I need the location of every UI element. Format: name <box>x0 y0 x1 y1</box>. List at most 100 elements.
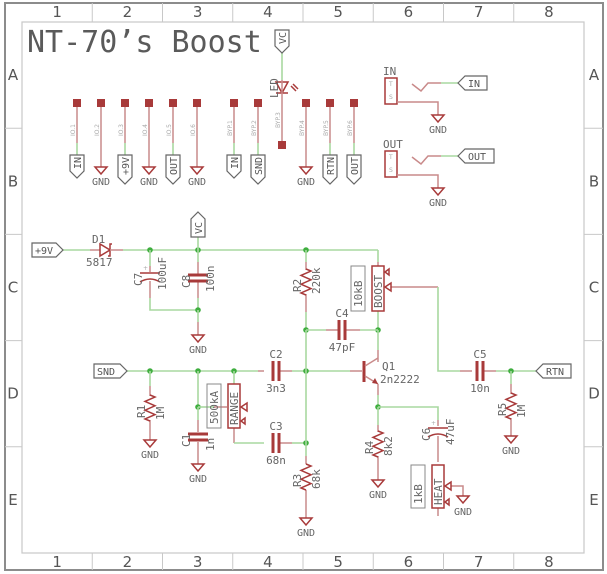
capacitor-name: C1 <box>180 434 193 447</box>
net-flag-in-text: IN <box>230 157 241 169</box>
capacitor-plate-curved <box>139 278 161 283</box>
resistor-value: 1M <box>515 404 528 418</box>
wire-path <box>149 298 198 311</box>
jack-body <box>384 77 398 105</box>
zone-column-label-bottom: 5 <box>333 553 343 571</box>
wire-path <box>437 287 460 372</box>
zone-column-label-bottom: 6 <box>404 553 414 571</box>
potentiometer-body <box>371 265 385 312</box>
pin-name: IO.6 <box>190 124 197 136</box>
pin-pad <box>278 141 286 149</box>
potentiometer-name: BOOST <box>372 275 385 308</box>
net-flag-vc-text: VC <box>194 222 205 234</box>
gnd-label: GND <box>502 446 520 457</box>
net-flag-in: IN <box>69 154 85 179</box>
gnd-icon <box>430 187 446 197</box>
pin-pad <box>302 99 310 107</box>
zone-column-label-top: 4 <box>263 3 273 21</box>
capacitor-name: C5 <box>473 348 486 361</box>
resistor-icon <box>299 268 313 296</box>
capacitor-value: 47pF <box>329 341 356 354</box>
gnd-icon <box>370 479 386 489</box>
gnd-icon <box>189 166 205 176</box>
connector-pin-IO-5: IO.5 <box>166 99 177 155</box>
gnd-label: GND <box>297 528 315 539</box>
potentiometer-name: RANGE <box>228 392 241 425</box>
zone-column-label-top: 6 <box>404 3 414 21</box>
wiper-arrow-icon <box>443 480 452 492</box>
zone-row-label-right: C <box>589 279 599 297</box>
gnd-symbol: GND <box>92 166 110 188</box>
net-flag-jack-out-shape <box>457 148 495 164</box>
net-flag-snd-shape <box>93 363 128 379</box>
pin-pad <box>121 99 129 107</box>
wiper-arrow-icon <box>239 401 248 413</box>
capacitor-name: C4 <box>335 307 349 320</box>
net-flag-in-shape <box>226 154 242 179</box>
led: LED <box>268 78 299 98</box>
pin-pad <box>350 99 358 107</box>
diode-icon <box>99 242 112 258</box>
net-flag-rtn: RTN <box>322 154 338 185</box>
resistor-icon <box>371 430 385 458</box>
connector-pin-IO-1: IO.1 <box>70 99 81 155</box>
net-flag-out: OUT <box>165 154 181 185</box>
gnd-symbol: GND <box>429 187 447 209</box>
net-flag-snd: SND <box>93 363 128 379</box>
pin-name: IO.3 <box>118 124 125 136</box>
net-flag-snd-shape <box>250 154 266 185</box>
gnd-symbol: GND <box>189 334 207 356</box>
transistor-arrow-icon <box>372 378 378 384</box>
potentiometer-value-box <box>350 265 366 312</box>
connector-pin-IO-4: IO.4 <box>142 99 153 167</box>
pin-pad <box>254 99 262 107</box>
connector-pin-BYP-5: BYP.5 <box>323 99 334 155</box>
resistor-value: 68k <box>310 469 323 489</box>
gnd-symbol: GND <box>429 114 447 136</box>
wiper-arrow-icon <box>443 497 450 507</box>
zone-row-label-right: E <box>589 491 598 509</box>
pin-name: BYP.4 <box>299 120 306 136</box>
gnd-symbol: GND <box>297 166 315 188</box>
connector-pin-BYP-6: BYP.6 <box>347 99 358 155</box>
jack-pin-s: S <box>389 94 393 101</box>
zone-column-label-bottom: 3 <box>193 553 203 571</box>
wiper-arrow-icon <box>239 416 246 426</box>
resistor-icon <box>143 394 157 422</box>
gnd-icon <box>430 114 446 124</box>
capacitor-name: C6 <box>420 428 433 441</box>
connector-pin-IO-3: IO.3 <box>118 99 129 155</box>
potentiometer-body <box>227 383 241 429</box>
pin-name: BYP.5 <box>323 120 330 136</box>
jack-sleeve-lead <box>397 174 439 188</box>
jack-tip-lead <box>411 155 441 166</box>
net-flag-vc-top-shape <box>274 29 290 54</box>
capacitor-name: C3 <box>269 420 282 433</box>
net-flag-rtn-shape <box>322 154 338 185</box>
resistor-name: R3 <box>291 474 304 487</box>
zone-row-label-right: A <box>589 66 600 84</box>
net-flag-jack-in: IN <box>457 75 488 91</box>
connector-pin-BYP-1: BYP.1 <box>227 99 238 155</box>
zone-column-label-bottom: 1 <box>52 553 62 571</box>
net-flag-jack-out: OUT <box>457 148 495 164</box>
resistor-R3: R3 68k <box>291 463 323 491</box>
connector-pin-IO-2: IO.2 <box>94 99 105 167</box>
led-light-arrow-icon <box>290 85 297 92</box>
gnd-label: GND <box>189 345 207 356</box>
gnd-icon <box>298 517 314 527</box>
zone-column-label-bottom: 7 <box>474 553 484 571</box>
zone-column-label-top: 3 <box>193 3 203 21</box>
jack-body <box>384 150 398 178</box>
net-flag-vc: VC <box>190 211 206 238</box>
